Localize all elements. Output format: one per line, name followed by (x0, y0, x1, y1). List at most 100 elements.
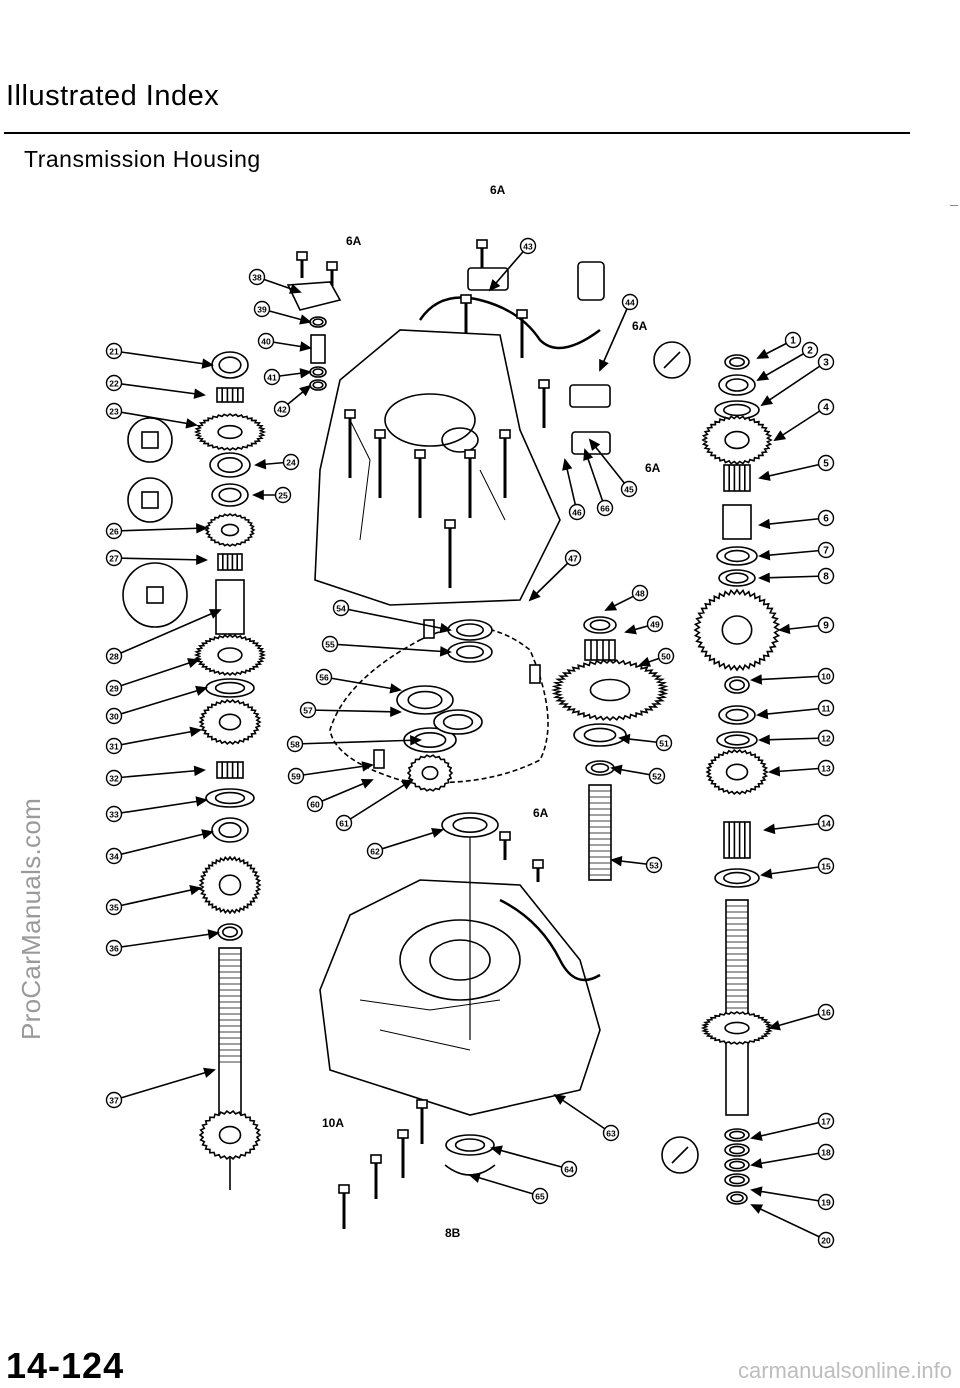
callout-arrow-47 (528, 589, 541, 602)
callout-leader-47 (529, 557, 574, 601)
callout-arrow-56 (389, 683, 402, 694)
callout-arrow-6 (758, 518, 771, 530)
callout-circle-52 (648, 767, 666, 785)
part-o-ring-inner (728, 679, 745, 691)
callout-number-59: 59 (291, 772, 301, 782)
callout-leader-28 (113, 609, 221, 657)
watermark: ProCarManuals.com (16, 797, 46, 1040)
bolt-label-10a: 10A (322, 1116, 344, 1130)
callout-leader-27 (113, 557, 207, 561)
part-o-ring-inner (590, 762, 610, 773)
bolt-head (499, 831, 511, 841)
callout-circle-58 (286, 735, 304, 753)
bolt-head (476, 239, 488, 249)
callout-leader-5 (759, 462, 827, 479)
callout-leader-61 (343, 779, 413, 824)
callout-number-12: 12 (821, 734, 831, 744)
callout-arrow-52 (610, 764, 623, 775)
housing-bolt-head (464, 449, 476, 459)
callout-circle-66 (596, 499, 614, 517)
callout-leader-55 (329, 643, 451, 653)
callout-arrow-55 (439, 646, 452, 657)
section-subtitle: Transmission Housing (24, 146, 261, 172)
callout-leader-8 (759, 575, 827, 579)
callout-arrow-16 (768, 1020, 781, 1031)
callout-number-36: 36 (109, 944, 119, 954)
callout-circle-7 (817, 541, 835, 559)
callout-number-50: 50 (661, 652, 671, 662)
callout-circle-16 (817, 1003, 835, 1021)
callout-circle-10 (817, 667, 835, 685)
harness-connector (577, 261, 605, 301)
housing-bolt-head (374, 429, 386, 439)
part-bearing-race-inner (724, 549, 750, 563)
callout-number-9: 9 (823, 621, 829, 632)
callout-arrow-44 (599, 358, 609, 372)
callout-leader-19 (751, 1189, 827, 1203)
part-needle-bearing (216, 761, 244, 779)
part-oil-seal (445, 1134, 495, 1156)
detail-inset-part (141, 491, 159, 509)
callout-circle-12 (817, 729, 835, 747)
callout-arrow-63 (553, 1093, 567, 1105)
callout-circle-11 (817, 699, 835, 717)
callout-arrow-40 (299, 341, 312, 352)
bolt-head (460, 294, 472, 304)
callout-number-64: 64 (564, 1165, 574, 1175)
callout-arrow-42 (299, 384, 312, 397)
callout-arrow-51 (618, 733, 631, 745)
part-sealing-ring-0 (724, 1128, 750, 1142)
part-washer-inner (725, 378, 749, 392)
callout-circle-55 (321, 635, 339, 653)
callout-circle-37 (105, 1091, 123, 1109)
callout-number-65: 65 (535, 1192, 545, 1202)
callout-leader-58 (294, 739, 421, 745)
part-snap-ring (583, 616, 617, 634)
part-thrust-washer (714, 868, 760, 888)
callout-leader-3 (761, 361, 827, 406)
callout-number-62: 62 (370, 847, 380, 857)
callout-number-7: 7 (823, 546, 829, 557)
callout-number-49: 49 (650, 620, 660, 630)
callout-circle-45 (620, 480, 638, 498)
callout-arrow-1 (756, 348, 770, 359)
callout-number-13: 13 (821, 764, 831, 774)
callout-arrow-35 (189, 885, 202, 896)
part-thrust-washer-inner (725, 572, 749, 584)
bolt-head (532, 859, 544, 869)
callout-arrow-58 (410, 735, 422, 746)
part-o-ring-inner (312, 381, 324, 389)
part-gear-bore (218, 713, 242, 731)
footer-site: carmanualsonline.info (737, 1358, 952, 1383)
wire-harness (499, 898, 601, 982)
detail-inset-part (146, 586, 164, 604)
callout-number-5: 5 (823, 459, 829, 470)
callout-circle-25 (274, 486, 292, 504)
callout-number-54: 54 (336, 604, 346, 614)
part-valve-body (310, 334, 326, 364)
part-seal (441, 812, 499, 838)
callout-circle-13 (817, 759, 835, 777)
callout-arrow-27 (196, 554, 208, 566)
part-gear-bore (217, 424, 243, 440)
part-bearing-inner (442, 713, 474, 730)
part-seal-inner (452, 816, 488, 833)
bolt-label-8b: 8B (445, 1226, 461, 1240)
part-snap-ring-inner (407, 690, 443, 710)
callout-leader-15 (761, 865, 827, 876)
callout-arrow-13 (768, 766, 781, 777)
callout-leader-4 (774, 406, 827, 441)
callout-number-21: 21 (109, 347, 119, 357)
bolt-head (397, 1129, 409, 1139)
callout-arrow-15 (760, 868, 773, 879)
callout-arrow-28 (208, 609, 222, 619)
part-bearing-race (716, 546, 758, 566)
callout-number-48: 48 (635, 589, 645, 599)
callout-leader-23 (113, 410, 197, 426)
part-needle-bearing (216, 387, 244, 403)
part-gear-bore (217, 647, 243, 663)
callout-arrow-23 (185, 418, 198, 429)
part-bearing (433, 709, 483, 735)
